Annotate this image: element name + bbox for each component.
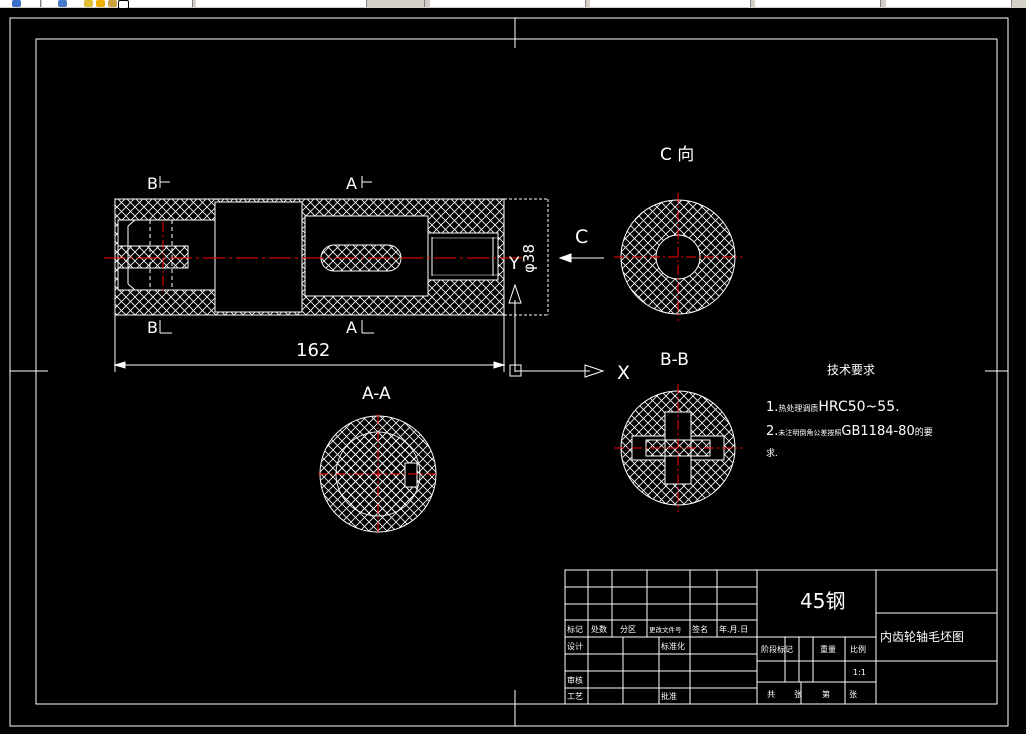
toolbar-field-3[interactable] [196, 0, 367, 7]
svg-text:年.月.日: 年.月.日 [719, 624, 748, 634]
svg-text:比例: 比例 [850, 644, 866, 654]
svg-text:1:1: 1:1 [853, 668, 866, 677]
dimension-length [113, 315, 506, 372]
svg-text:分区: 分区 [620, 625, 636, 634]
toolbar-field-8[interactable] [886, 0, 1012, 7]
material-label: 45钢 [800, 589, 845, 613]
toolbar-field-7[interactable] [755, 0, 881, 7]
toolbar-field-6[interactable] [590, 0, 751, 7]
cad-toolbar [0, 0, 1026, 9]
title-block-text: 45钢 内齿轮轴毛坯图 标记 处数 分区 更改文件号 签名 年.月.日 设计 标… [567, 589, 964, 701]
svg-text:标记: 标记 [567, 624, 583, 634]
svg-text:批准: 批准 [661, 691, 677, 701]
view-c [614, 193, 742, 321]
svg-text:A: A [346, 318, 357, 337]
ucs-icon [508, 283, 605, 378]
section-mark-a-top: A [346, 174, 372, 193]
svg-text:阶段标记: 阶段标记 [761, 644, 793, 654]
shaft-main-view [104, 198, 549, 316]
tech-req-line3: 求. [766, 447, 778, 459]
view-bb [614, 384, 742, 512]
section-mark-b-top: B [147, 174, 170, 193]
svg-text:B: B [147, 174, 158, 193]
title-block [564, 569, 998, 705]
svg-text:签名: 签名 [692, 624, 708, 634]
part-name: 内齿轮轴毛坯图 [880, 629, 964, 644]
tech-req-title: 技术要求 [827, 363, 875, 377]
tech-req-line1: 1.热处理调质HRC50~55. [766, 399, 900, 415]
toolbar-field-5[interactable] [430, 0, 586, 7]
view-arrow-c [558, 253, 604, 263]
view-aa-title: A-A [362, 384, 391, 404]
svg-text:第: 第 [822, 689, 830, 699]
svg-text:更改文件号: 更改文件号 [649, 625, 682, 634]
section-mark-a-bottom: A [346, 318, 374, 337]
layer-icon[interactable] [58, 0, 67, 7]
svg-text:B: B [147, 318, 158, 337]
svg-text:审核: 审核 [567, 675, 583, 685]
view-bb-title: B-B [660, 350, 689, 370]
svg-text:共: 共 [767, 690, 775, 699]
svg-text:设计: 设计 [567, 641, 583, 651]
section-mark-b-bottom: B [147, 318, 172, 337]
sun-icon[interactable] [96, 0, 105, 7]
svg-text:工艺: 工艺 [567, 692, 583, 701]
view-aa [318, 414, 438, 534]
sheet-border [9, 17, 1009, 727]
dimension-length-value: 162 [296, 340, 330, 361]
padlock-icon[interactable] [108, 0, 117, 7]
svg-text:张: 张 [794, 690, 802, 699]
tech-req-line2: 2.未注明倒角公差按照GB1184-80的要 [766, 424, 933, 439]
svg-text:标准化: 标准化 [661, 641, 685, 651]
dimension-diameter: φ38 [520, 244, 538, 273]
svg-text:重量: 重量 [820, 644, 836, 654]
view-arrow-c-label: C [575, 226, 588, 248]
svg-text:A: A [346, 174, 357, 193]
ucs-y-label: Y [508, 254, 520, 274]
lightbulb-icon[interactable] [84, 0, 93, 7]
svg-text:处数: 处数 [591, 624, 607, 634]
view-c-title: C 向 [660, 145, 694, 165]
toolbar-field-4[interactable] [374, 0, 425, 7]
color-square-icon[interactable] [118, 0, 129, 9]
drawing-canvas[interactable]: B B A A 162 φ38 X Y C C 向 [0, 8, 1026, 734]
save-icon[interactable] [12, 0, 21, 7]
tech-requirements: 技术要求 1.热处理调质HRC50~55. 2.未注明倒角公差按照GB1184-… [766, 363, 933, 459]
svg-text:张: 张 [849, 690, 857, 699]
ucs-x-label: X [617, 362, 630, 384]
toolbar-field-2[interactable] [42, 0, 193, 7]
